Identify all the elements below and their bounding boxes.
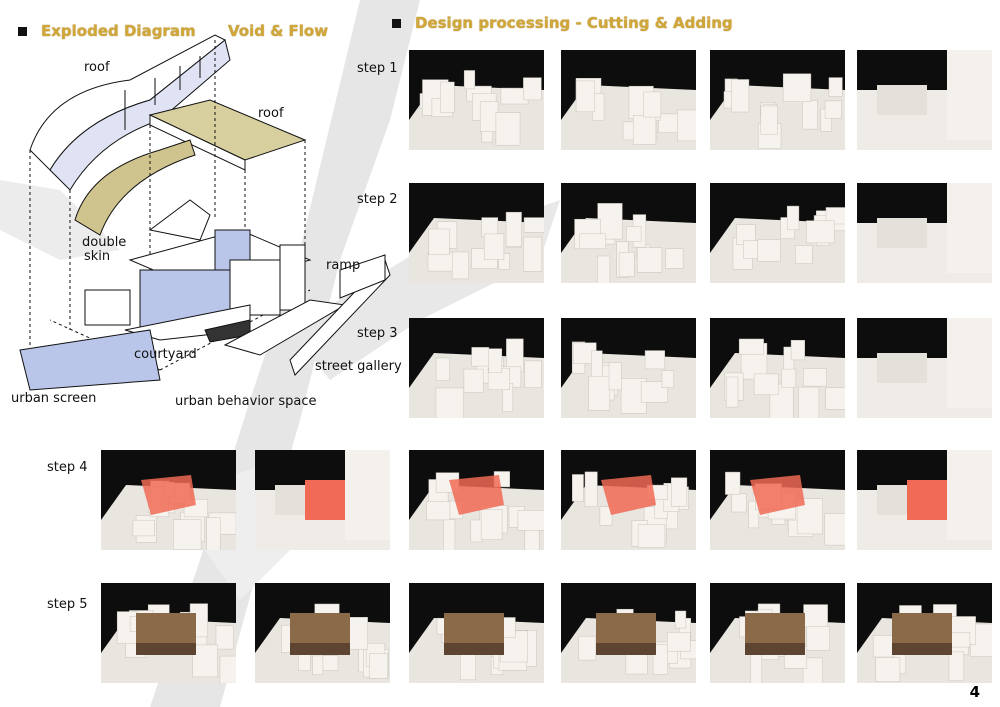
- step4-photo-1: [101, 450, 236, 550]
- step3-photo-1: [409, 318, 544, 418]
- process-header: Design processing - Cutting & Adding: [392, 14, 733, 32]
- step1-photo-1: [409, 50, 544, 150]
- label-urban-behavior: urban behavior space: [175, 394, 317, 409]
- step4-photo-6: [857, 450, 992, 550]
- label-ramp: ramp: [326, 258, 361, 273]
- label-street-gallery: street gallery: [315, 359, 402, 374]
- step3-photo-4: [857, 318, 992, 418]
- page-number: 4: [969, 683, 980, 701]
- step-1-label: step 1: [357, 61, 398, 76]
- step1-photo-4: [857, 50, 992, 150]
- void-flow-title: Void & Flow: [228, 22, 329, 40]
- label-skin: skin: [84, 249, 111, 264]
- step5-photo-2: [255, 583, 390, 683]
- label-roof-top: roof: [84, 60, 110, 75]
- step4-photo-5: [710, 450, 845, 550]
- step1-photo-2: [561, 50, 696, 150]
- step5-photo-5: [710, 583, 845, 683]
- step2-photo-2: [561, 183, 696, 283]
- step1-photo-3: [710, 50, 845, 150]
- label-urban-screen: urban screen: [11, 391, 97, 406]
- step5-photo-4: [561, 583, 696, 683]
- step5-photo-6: [857, 583, 992, 683]
- step5-photo-1: [101, 583, 236, 683]
- exploded-header: Exploded Diagram: [18, 22, 196, 40]
- step2-photo-4: [857, 183, 992, 283]
- step-3-label: step 3: [357, 326, 398, 341]
- step4-photo-3: [409, 450, 544, 550]
- step-2-label: step 2: [357, 192, 398, 207]
- step2-photo-1: [409, 183, 544, 283]
- step4-photo-4: [561, 450, 696, 550]
- void-flow-header: Void & Flow: [228, 22, 328, 40]
- step5-photo-3: [409, 583, 544, 683]
- bullet-square-icon: [392, 18, 401, 28]
- step3-photo-2: [561, 318, 696, 418]
- exploded-title: Exploded Diagram: [41, 22, 196, 40]
- step4-photo-2: [255, 450, 390, 550]
- exploded-diagram: [19, 34, 391, 391]
- label-roof-flat: roof: [258, 106, 284, 121]
- label-courtyard: courtyard: [134, 347, 197, 362]
- process-title: Design processing - Cutting & Adding: [415, 14, 733, 32]
- label-double: double: [82, 235, 127, 250]
- step-5-label: step 5: [47, 597, 88, 612]
- step2-photo-3: [710, 183, 845, 283]
- bullet-square-icon: [18, 26, 27, 36]
- step3-photo-3: [710, 318, 845, 418]
- step-4-label: step 4: [47, 460, 88, 475]
